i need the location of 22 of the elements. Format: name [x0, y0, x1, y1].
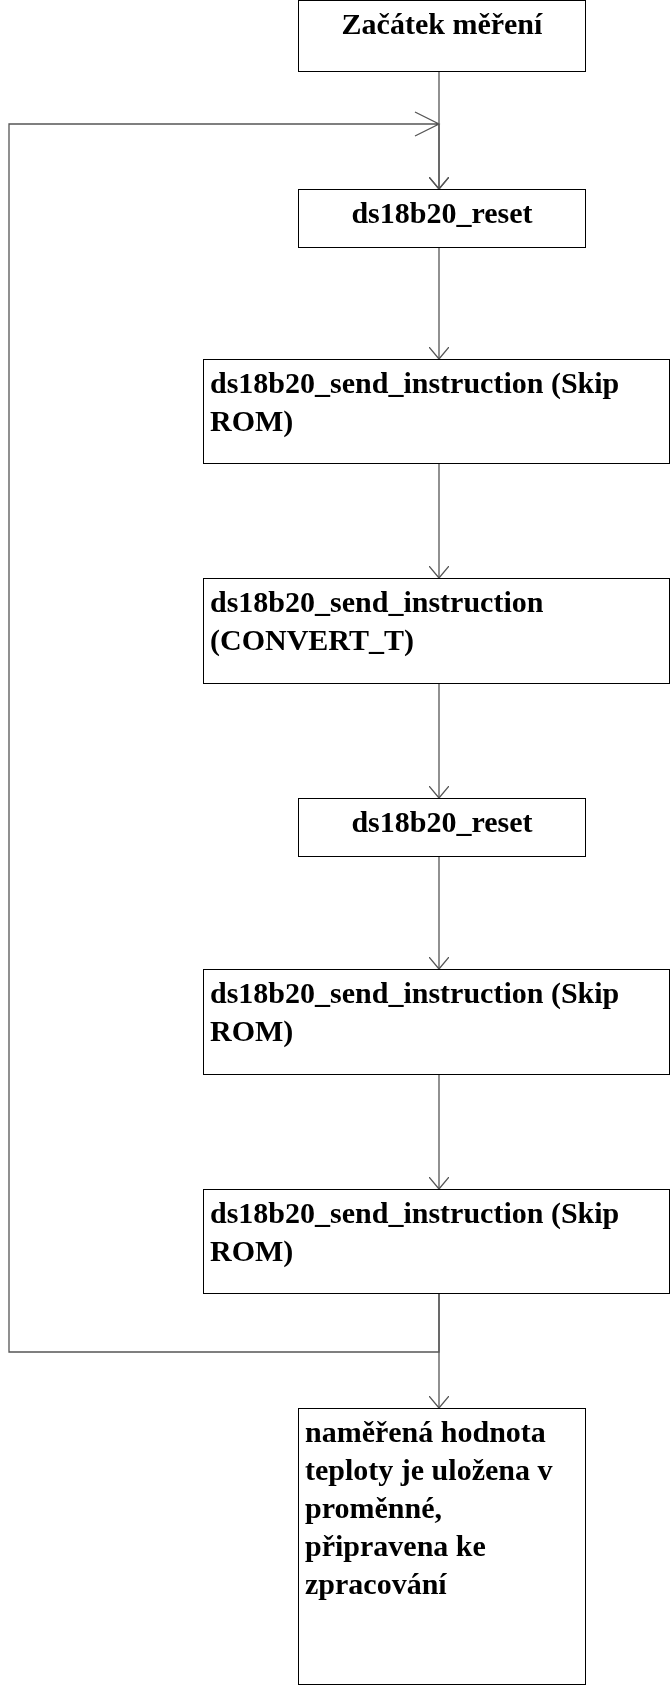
process-box: [203, 1189, 670, 1294]
process-box: [298, 0, 586, 72]
arrow: [8, 111, 450, 1353]
arrow: [428, 463, 450, 579]
box-label: ds18b20_send_instruction (Skip ROM): [210, 976, 620, 1047]
arrow: [428, 856, 450, 970]
arrow: [428, 1074, 450, 1190]
box-label: ds18b20_send_instruction (Skip ROM): [210, 366, 620, 437]
process-box: [298, 1408, 586, 1685]
box-label: ds18b20_send_instruction (Skip ROM): [210, 1196, 620, 1267]
box-label: ds18b20_reset: [351, 196, 533, 229]
process-box: [203, 359, 670, 464]
process-box: [298, 798, 586, 857]
box-label: ds18b20_reset: [351, 805, 533, 838]
process-box: [298, 189, 586, 248]
arrow: [428, 247, 450, 360]
box-label: ds18b20_send_instruction (CONVERT_T): [210, 585, 544, 656]
box-label: naměřená hodnota teploty je uložena v proměnné, připravena ke zpracování: [305, 1415, 553, 1600]
arrow: [428, 683, 450, 799]
process-box: [203, 969, 670, 1075]
process-box: [203, 578, 670, 684]
box-label: Začátek měření: [341, 7, 543, 40]
